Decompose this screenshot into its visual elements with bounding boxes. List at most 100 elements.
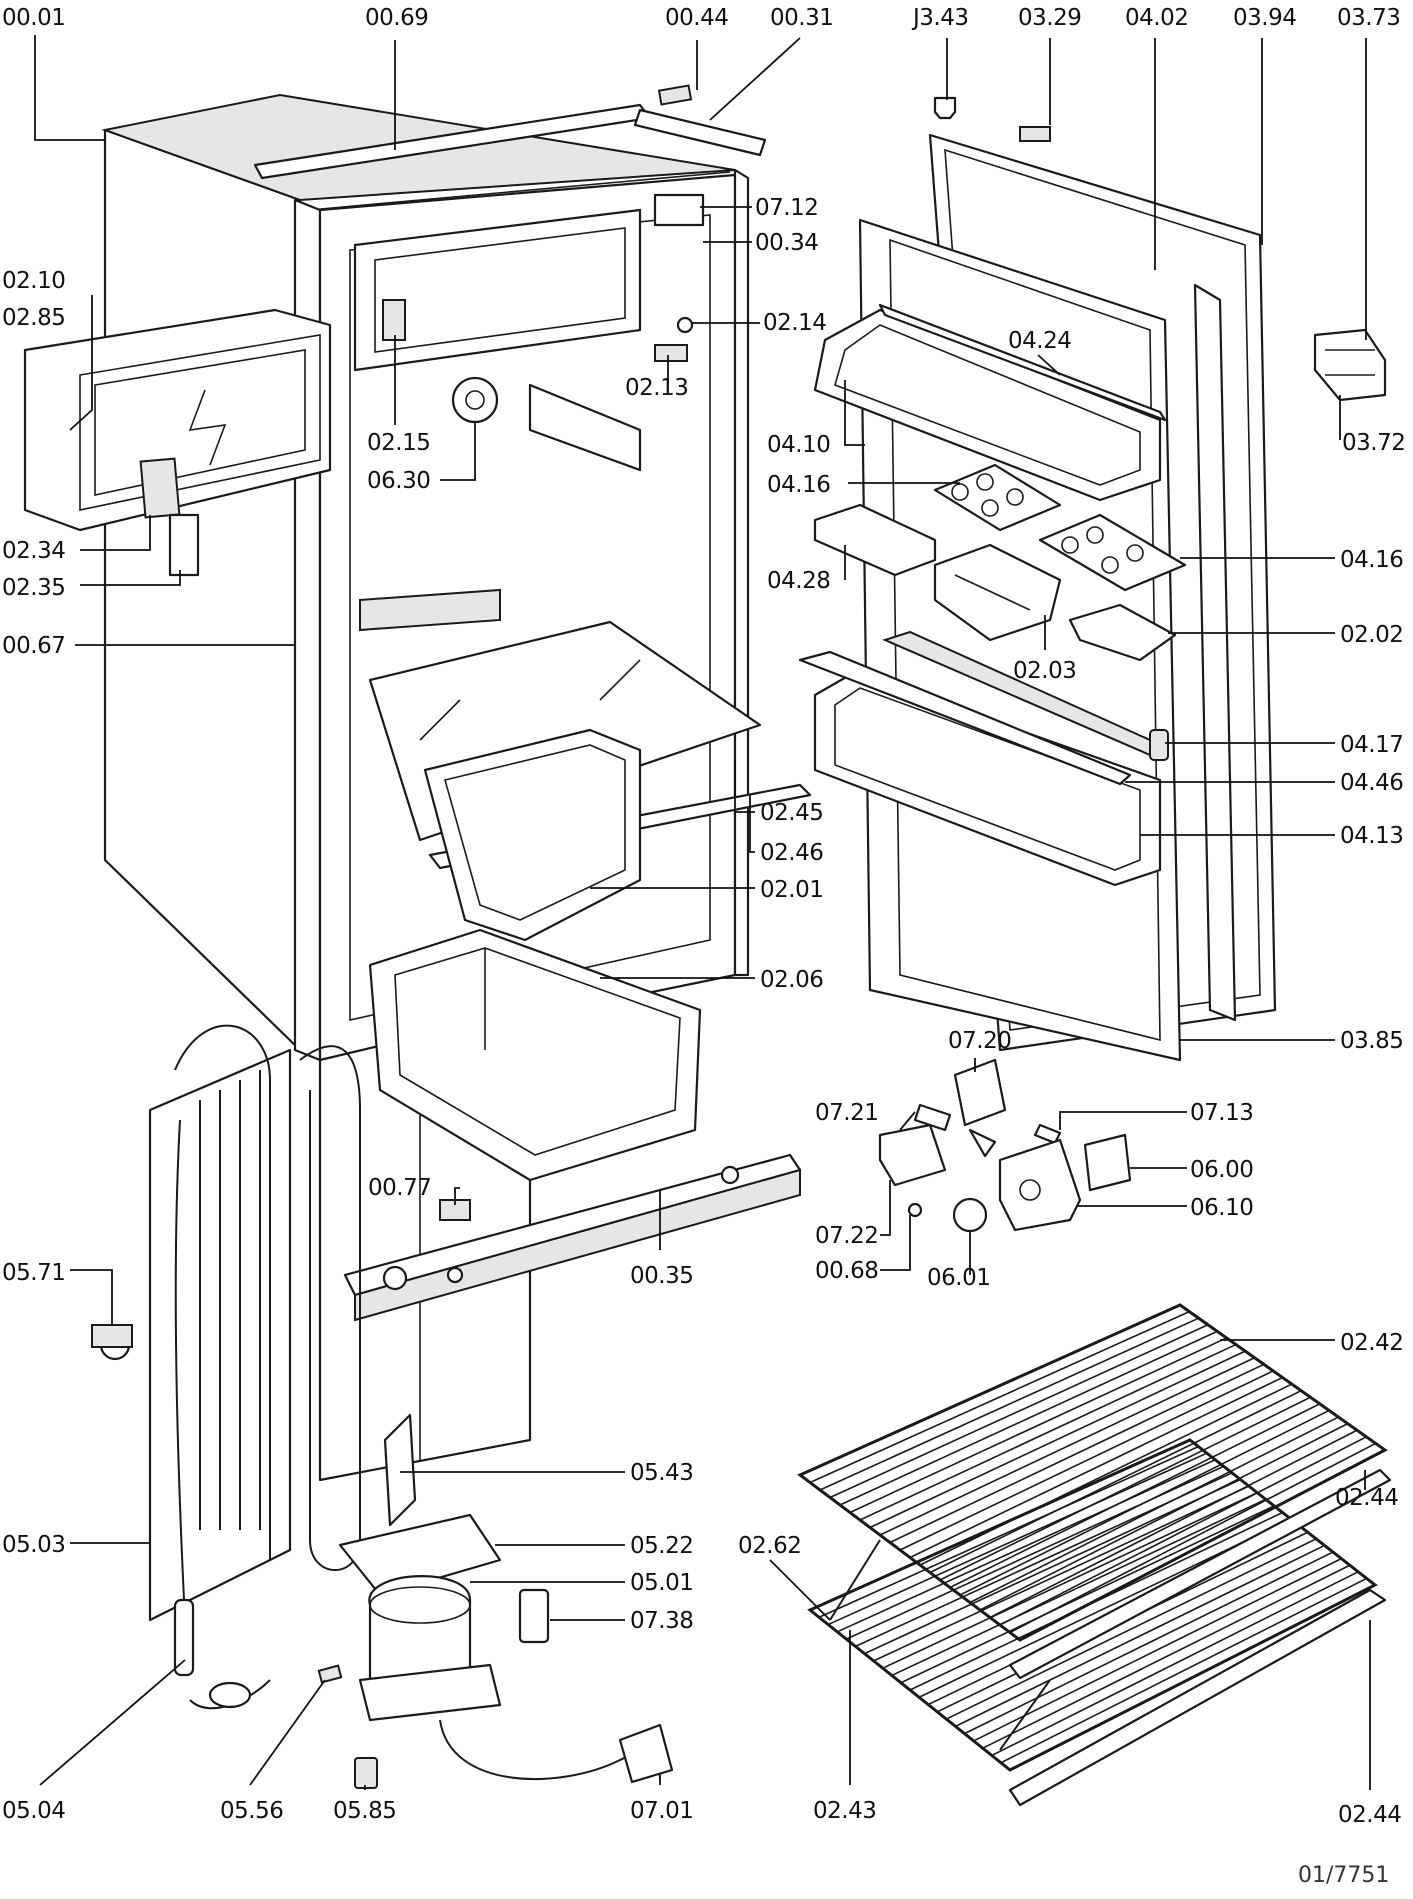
label-02-01: 02.01 [760,877,823,903]
label-00-34: 00.34 [755,230,818,256]
shelf-bar [982,1564,1351,1749]
part-labels: 00.01 00.69 00.44 00.31 J3.43 03.29 04.0… [2,5,1406,1888]
label-02-44-b: 02.44 [1338,1802,1401,1828]
label-05-71: 05.71 [2,1260,65,1286]
shelf-bar [939,1396,1311,1581]
label-06-10: 06.10 [1190,1195,1253,1221]
shelf-bar [929,1389,1302,1574]
label-03-43: J3.43 [911,5,969,31]
bottom-panel [343,1153,802,1322]
label-02-10: 02.10 [2,268,65,294]
shelf-bar [973,1557,1342,1742]
label-02-14: 02.14 [763,310,826,336]
label-03-73: 03.73 [1337,5,1400,31]
label-02-06: 02.06 [760,967,823,993]
label-00-67: 00.67 [2,633,65,659]
shelf-bar [899,1370,1274,1551]
label-04-02: 04.02 [1125,5,1188,31]
compressor [317,1413,674,1789]
top-hinge-parts [382,84,767,472]
shelf-bar [864,1478,1241,1655]
label-02-44-a: 02.44 [1335,1485,1398,1511]
shelf-bar [882,1492,1258,1669]
shelf-bar [946,1538,1317,1720]
label-00-68: 00.68 [815,1258,878,1284]
shelf-bar [964,1551,1334,1735]
shelf-bar [909,1376,1283,1559]
label-02-43: 02.43 [813,1798,876,1824]
shelf-bar [879,1357,1255,1536]
label-00-69: 00.69 [365,5,428,31]
shelf-bar [999,1436,1367,1626]
label-03-94: 03.94 [1233,5,1296,31]
label-02-46: 02.46 [760,840,823,866]
label-02-45: 02.45 [760,800,823,826]
shelf-bar [873,1485,1250,1662]
wire-shelves [797,1303,1392,1807]
shelf-bar [1000,1577,1367,1764]
shelf-bar [819,1317,1199,1491]
shelf-bar [955,1544,1325,1728]
label-05-56: 05.56 [220,1798,283,1824]
label-07-21: 07.21 [815,1100,878,1126]
label-00-35: 00.35 [630,1263,693,1289]
label-04-16-b: 04.16 [1340,547,1403,573]
label-02-42: 02.42 [1340,1330,1403,1356]
label-03-72: 03.72 [1342,430,1405,456]
label-07-22: 07.22 [815,1223,878,1249]
shelf-bar [969,1416,1339,1604]
shelf-bar [846,1465,1224,1640]
label-05-01: 05.01 [630,1570,693,1596]
shelf-bar [818,1445,1199,1619]
shelf-bar [891,1498,1267,1677]
label-07-12: 07.12 [755,195,818,221]
leader-lines [34,35,1371,1790]
label-02-15: 02.15 [367,430,430,456]
label-04-16-a: 04.16 [767,472,830,498]
label-04-46: 04.46 [1340,770,1403,796]
shelf-bar [900,1505,1275,1684]
label-02-35: 02.35 [2,575,65,601]
main-door [798,133,1277,1062]
freezer-door [23,308,332,577]
label-02-03: 02.03 [1013,658,1076,684]
label-02-02: 02.02 [1340,622,1403,648]
label-05-04: 05.04 [2,1798,65,1824]
label-07-01: 07.01 [630,1798,693,1824]
label-00-31: 00.31 [770,5,833,31]
label-03-85: 03.85 [1340,1028,1403,1054]
shelf-bar [909,1511,1283,1691]
door-hinges [933,96,1387,402]
shelf-bar [991,1571,1359,1757]
label-06-00: 06.00 [1190,1157,1253,1183]
label-04-24: 04.24 [1008,328,1071,354]
label-04-17: 04.17 [1340,732,1403,758]
shelf-bar [889,1363,1265,1544]
label-02-13: 02.13 [625,375,688,401]
shelf-bar [829,1324,1209,1499]
shelf-bar [989,1429,1358,1619]
condenser [91,1024,361,1622]
label-02-62: 02.62 [738,1533,801,1559]
shelf-bar [839,1330,1218,1506]
shelf-bar [1009,1442,1377,1634]
label-07-38: 07.38 [630,1608,693,1634]
shelf-bar [919,1383,1293,1566]
crisper-small [423,728,642,942]
shelf-bar [849,1337,1227,1514]
label-05-43: 05.43 [630,1460,693,1486]
shelf-bar [979,1422,1349,1611]
label-00-77: 00.77 [368,1175,431,1201]
label-00-44: 00.44 [665,5,728,31]
thermostat-assembly [878,1058,1132,1233]
label-04-10: 04.10 [767,432,830,458]
label-06-01: 06.01 [927,1265,990,1291]
label-04-28: 04.28 [767,568,830,594]
label-04-13: 04.13 [1340,823,1403,849]
shelf-bar [827,1452,1208,1626]
label-05-22: 05.22 [630,1533,693,1559]
capillary-tube [173,1119,271,1710]
shelf-bar [855,1472,1233,1648]
label-02-34: 02.34 [2,538,65,564]
label-00-01: 00.01 [2,5,65,31]
